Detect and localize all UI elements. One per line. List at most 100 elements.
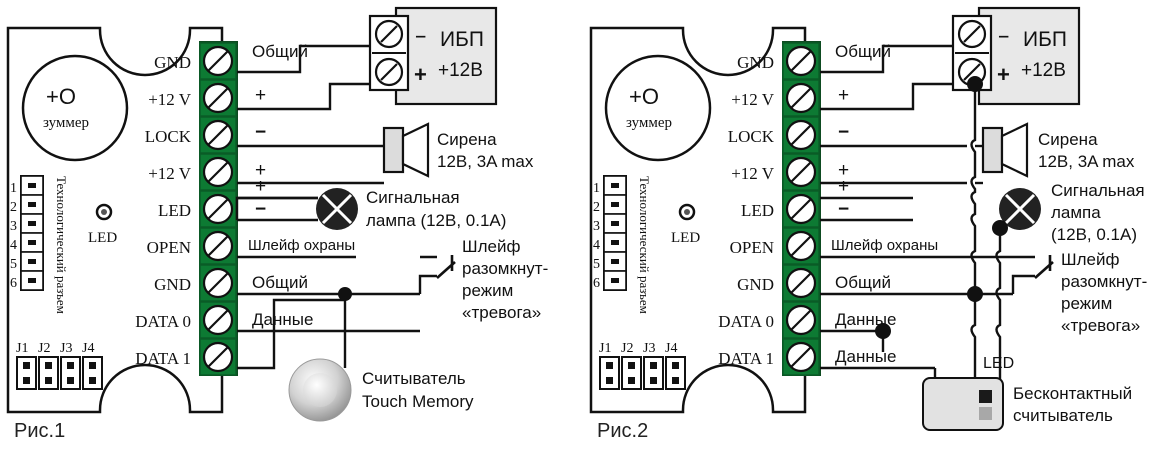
wire-label-plus-2: +: [255, 160, 266, 181]
wire-label-common-1: Общий: [252, 42, 308, 61]
terminal-label-data1: DATA 1: [135, 349, 191, 368]
terminal-label-12v-1: +12 V: [148, 90, 192, 109]
tech-connector-label: Технологический разъем: [637, 176, 652, 314]
wiring: [235, 44, 420, 370]
figure-2: +O зуммер Технологический разъем 1 2 3 4…: [583, 0, 1165, 462]
jumper-label-j2: J2: [621, 341, 633, 356]
wire-label-plus-3: +: [255, 176, 266, 197]
terminal-label-gnd: GND: [737, 53, 774, 72]
terminal-label-12v-1: +12 V: [731, 90, 775, 109]
terminal-label-data0: DATA 0: [135, 312, 191, 331]
wire-label-common-2: Общий: [252, 273, 308, 292]
terminal-label-gnd: GND: [154, 53, 191, 72]
psu-terminal-minus: ‒: [415, 26, 426, 45]
terminal-screws[interactable]: [782, 42, 820, 376]
terminal-label-led: LED: [158, 201, 191, 220]
siren-device: Сирена 12В, 3A max: [975, 122, 1135, 185]
tech-connector[interactable]: [603, 175, 627, 291]
psu-title: ИБП: [440, 28, 484, 51]
wire-label-plus-1: +: [255, 85, 266, 106]
buzzer: [604, 54, 712, 162]
alarm-loop-line3: режим: [462, 281, 513, 300]
figure-1-caption: Рис.1: [14, 420, 66, 442]
wire-label-minus-2: −: [838, 199, 849, 220]
terminal-label-open: OPEN: [730, 238, 774, 257]
wire-label-data: Данные: [252, 310, 313, 329]
terminal-label-led: LED: [741, 201, 774, 220]
board-led-core: [101, 209, 107, 215]
jumper-label-j1: J1: [16, 341, 28, 356]
terminal-label-open: OPEN: [147, 238, 191, 257]
tech-pin-4: 4: [593, 238, 600, 253]
jumper-label-j4: J4: [665, 341, 677, 356]
alarm-loop-line1: Шлейф: [462, 237, 520, 256]
wire-label-common-1: Общий: [835, 42, 891, 61]
touch-memory-reader: Считыватель Touch Memory: [288, 358, 474, 422]
proximity-reader-line1: Бесконтактный: [1013, 384, 1132, 403]
tech-pin-6: 6: [10, 276, 17, 291]
signal-lamp-label-line2: лампа: [1051, 203, 1101, 222]
signal-lamp-device: Сигнальная лампа (12В, 0.1А): [316, 188, 506, 230]
tech-connector-label: Технологический разъем: [54, 176, 69, 314]
terminal-label-lock: LOCK: [728, 127, 775, 146]
buzzer-symbol: +O: [629, 84, 659, 109]
buzzer-label: зуммер: [43, 115, 89, 131]
alarm-loop-line2: разомкнут-: [462, 259, 548, 278]
siren-label-line1: Сирена: [1038, 130, 1098, 149]
terminal-label-12v-2: +12 V: [731, 164, 775, 183]
jumper-label-j4: J4: [82, 341, 94, 356]
tm-reader-line2: Touch Memory: [362, 392, 474, 411]
alarm-loop-line1: Шлейф: [1061, 250, 1119, 269]
wire-label-minus-2: −: [255, 199, 266, 220]
buzzer-symbol: +O: [46, 84, 76, 109]
signal-lamp-label-line1: Сигнальная: [1051, 181, 1145, 200]
terminal-screws[interactable]: [199, 42, 237, 376]
alarm-loop-line3: режим: [1061, 294, 1112, 313]
jumper-label-j3: J3: [643, 341, 655, 356]
signal-lamp-label-line3: (12В, 0.1А): [1051, 225, 1137, 244]
tech-pin-1: 1: [10, 181, 17, 196]
wire-label-data-1: Данные: [835, 347, 896, 366]
wire-label-common-2: Общий: [835, 273, 891, 292]
alarm-loop-line4: «тревога»: [1061, 316, 1140, 335]
tech-connector[interactable]: [20, 175, 44, 291]
jumper-label-j2: J2: [38, 341, 50, 356]
tm-reader-line1: Считыватель: [362, 369, 466, 388]
wire-label-minus-1: −: [255, 122, 266, 143]
siren-label-line1: Сирена: [437, 130, 497, 149]
junction-dots: [875, 76, 1008, 339]
psu-subtitle: +12В: [438, 60, 483, 81]
alarm-loop-line4: «тревога»: [462, 303, 541, 322]
tech-pin-5: 5: [593, 257, 600, 272]
wire-label-plus-1: +: [838, 85, 849, 106]
proximity-reader: LED Бесконтактный считыватель: [922, 355, 1132, 431]
buzzer: [21, 54, 129, 162]
tech-pin-2: 2: [593, 200, 600, 215]
wire-label-plus-2: +: [838, 160, 849, 181]
siren-label-line2: 12В, 3A max: [437, 152, 534, 171]
jumper-block[interactable]: [599, 356, 686, 390]
figure-1: +O зуммер Технологический разъем 1 2 3 4…: [0, 0, 582, 462]
proximity-reader-led-label: LED: [983, 355, 1014, 372]
terminal-label-data0: DATA 0: [718, 312, 774, 331]
wire-label-minus-1: −: [838, 122, 849, 143]
alarm-loop-switch: Шлейф разомкнут- режим «тревога»: [1011, 250, 1147, 335]
tech-pin-5: 5: [10, 257, 17, 272]
jumper-block[interactable]: [16, 356, 103, 390]
board-led-label: LED: [671, 230, 700, 246]
siren-label-line2: 12В, 3A max: [1038, 152, 1135, 171]
tech-pin-2: 2: [10, 200, 17, 215]
tech-pin-6: 6: [593, 276, 600, 291]
psu-terminal-plus: +: [997, 62, 1010, 87]
tech-pin-3: 3: [593, 219, 600, 234]
psu-title: ИБП: [1023, 28, 1067, 51]
buzzer-label: зуммер: [626, 115, 672, 131]
alarm-loop-line2: разомкнут-: [1061, 272, 1147, 291]
wire-label-guard-loop: Шлейф охраны: [831, 237, 938, 254]
board-led-core: [684, 209, 690, 215]
terminal-label-gnd-2: GND: [154, 275, 191, 294]
psu-terminal-minus: ‒: [998, 26, 1009, 45]
siren-device: Сирена 12В, 3A max: [382, 122, 534, 178]
signal-lamp-label-line2: лампа (12В, 0.1А): [366, 211, 506, 230]
wire-label-guard-loop: Шлейф охраны: [248, 237, 355, 254]
